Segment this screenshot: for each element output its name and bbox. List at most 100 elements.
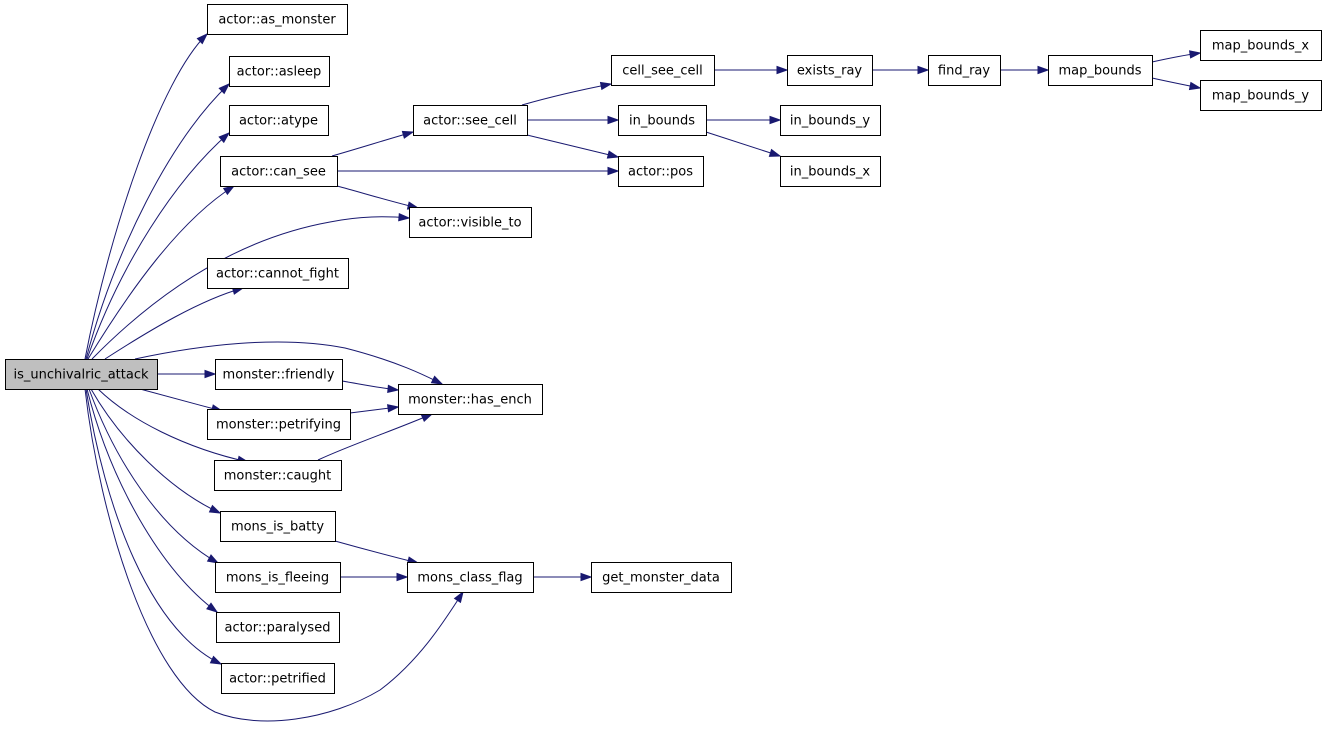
edge-can_see-to-visible_to — [336, 185, 420, 210]
node-atype[interactable]: actor::atype — [229, 105, 329, 136]
node-box — [591, 562, 732, 593]
node-label: actor::visible_to — [418, 216, 521, 231]
node-box — [1200, 80, 1322, 111]
node-cannot-fight[interactable]: actor::cannot_fight — [207, 258, 349, 289]
arrowhead — [776, 65, 789, 75]
arrowhead — [398, 212, 411, 222]
node-box — [1200, 30, 1322, 61]
arrowhead — [430, 375, 444, 385]
node-label: actor::can_see — [231, 165, 326, 180]
edge-root-to-petrified — [85, 388, 223, 665]
node-box — [618, 105, 707, 136]
arrowhead — [218, 82, 231, 95]
node-label: cell_see_cell — [622, 64, 703, 79]
node-box — [780, 156, 881, 187]
node-find-ray[interactable]: find_ray — [928, 55, 1001, 86]
node-box — [780, 105, 881, 136]
edge-line — [85, 388, 222, 665]
node-see-cell[interactable]: actor::see_cell — [413, 105, 528, 136]
edge-line — [90, 388, 221, 514]
node-cell-see-cell[interactable]: cell_see_cell — [611, 55, 715, 86]
node-as-monster[interactable]: actor::as_monster — [207, 4, 348, 35]
edge-line — [85, 83, 230, 360]
arrowhead — [396, 572, 409, 582]
node-box — [229, 105, 329, 136]
node-label: actor::paralysed — [225, 621, 331, 636]
node-label: in_bounds_x — [790, 165, 871, 180]
edge-root-to-atype — [86, 132, 231, 360]
edge-root-to-fleeing — [88, 388, 220, 564]
node-asleep[interactable]: actor::asleep — [229, 56, 330, 87]
node-in-bounds-x[interactable]: in_bounds_x — [780, 156, 881, 187]
node-box — [214, 460, 342, 491]
node-fleeing[interactable]: mons_is_fleeing — [215, 562, 341, 593]
node-label: actor::cannot_fight — [216, 267, 339, 282]
node-class-flag[interactable]: mons_class_flag — [407, 562, 534, 593]
arrowhead — [420, 413, 434, 423]
edge-root-to-has_ench — [134, 341, 444, 385]
edge-map_bounds-to-map_bounds_y — [1151, 77, 1202, 91]
edge-line — [134, 341, 443, 385]
node-map-bounds-y[interactable]: map_bounds_y — [1200, 80, 1322, 111]
node-exists-ray[interactable]: exists_ray — [787, 55, 873, 86]
edge-root-to-visible_to — [91, 212, 411, 360]
node-caught[interactable]: monster::caught — [214, 460, 342, 491]
node-in-bounds-y[interactable]: in_bounds_y — [780, 105, 881, 136]
edge-see_cell-to-cell_see_cell — [521, 81, 613, 106]
node-petrified[interactable]: actor::petrified — [221, 663, 335, 694]
node-pos[interactable]: actor::pos — [618, 156, 704, 187]
node-map-bounds[interactable]: map_bounds — [1048, 55, 1153, 86]
arrowhead — [209, 655, 223, 665]
edges-layer — [84, 32, 1202, 722]
node-box — [5, 359, 158, 390]
node-box — [409, 207, 532, 238]
node-label: exists_ray — [797, 64, 863, 79]
node-label: mons_is_batty — [231, 520, 324, 535]
arrowhead — [387, 404, 400, 413]
node-box — [1048, 55, 1153, 86]
node-in-bounds[interactable]: in_bounds — [618, 105, 707, 136]
node-root[interactable]: is_unchivalric_attack — [5, 359, 158, 390]
edge-line — [87, 185, 235, 360]
node-visible-to[interactable]: actor::visible_to — [409, 207, 532, 238]
node-box — [207, 258, 349, 289]
edge-can_see-to-see_cell — [331, 130, 415, 157]
arrowhead — [222, 185, 236, 196]
arrowhead — [206, 602, 219, 613]
node-label: actor::asleep — [237, 65, 322, 80]
node-label: get_monster_data — [602, 571, 720, 586]
node-batty[interactable]: mons_is_batty — [220, 511, 336, 542]
node-paralysed[interactable]: actor::paralysed — [216, 612, 340, 643]
edge-line — [84, 388, 464, 722]
arrowhead — [218, 132, 231, 144]
node-box — [398, 384, 543, 415]
edge-in_bounds-to-in_bounds_y — [706, 115, 782, 125]
node-can-see[interactable]: actor::can_see — [220, 156, 338, 187]
edge-root-to-cannot_fight — [104, 286, 245, 360]
edge-can_see-to-pos — [337, 166, 620, 176]
edge-line — [334, 540, 419, 564]
arrowhead — [1189, 50, 1202, 59]
node-label: in_bounds — [629, 114, 695, 129]
arrowhead — [208, 504, 222, 514]
arrowhead — [607, 166, 620, 176]
node-box — [207, 409, 351, 440]
node-label: monster::has_ench — [408, 393, 532, 408]
arrowhead — [206, 554, 220, 564]
node-has-ench[interactable]: monster::has_ench — [398, 384, 543, 415]
node-box — [229, 56, 330, 87]
arrowhead — [196, 32, 209, 45]
node-petrifying[interactable]: monster::petrifying — [207, 409, 351, 440]
node-label: actor::atype — [239, 114, 318, 129]
node-map-bounds-x[interactable]: map_bounds_x — [1200, 30, 1322, 61]
node-get-monster-data[interactable]: get_monster_data — [591, 562, 732, 593]
edge-in_bounds-to-in_bounds_x — [705, 131, 782, 157]
edge-line — [84, 33, 208, 360]
edge-root-to-friendly — [157, 369, 217, 379]
edge-line — [521, 83, 612, 106]
edge-line — [86, 388, 218, 613]
arrowhead — [580, 572, 593, 582]
node-friendly[interactable]: monster::friendly — [215, 359, 343, 390]
edge-line — [86, 132, 230, 360]
